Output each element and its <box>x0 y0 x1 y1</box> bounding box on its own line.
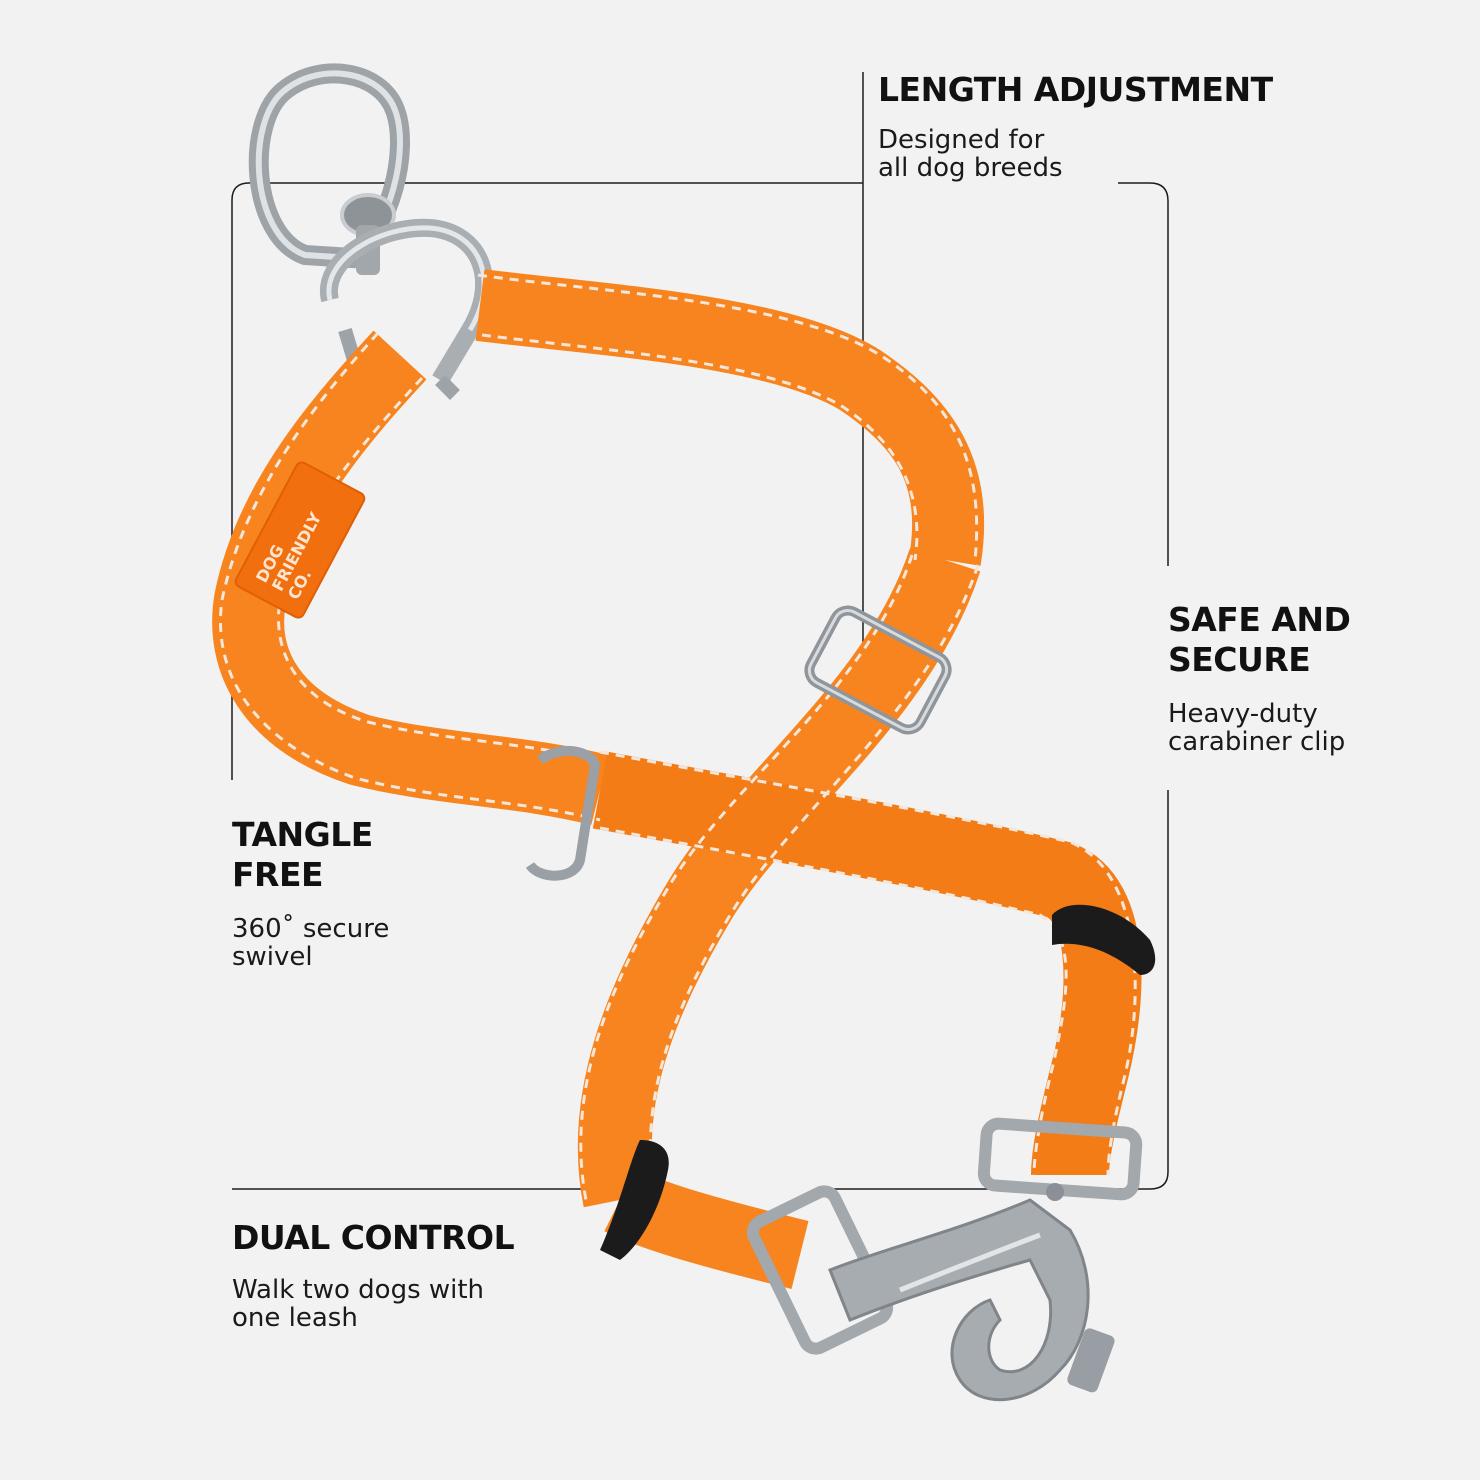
feature-dual-control: DUAL CONTROL Walk two dogs with one leas… <box>232 1218 515 1333</box>
strap-keepers <box>600 904 1156 1260</box>
feature-description: Designed for all dog breeds <box>878 125 1063 183</box>
callout-lines <box>231 72 1169 1190</box>
feature-title: LENGTH ADJUSTMENT <box>878 70 1273 109</box>
feature-safe-and-secure: SAFE AND SECURE Heavy-duty carabiner cli… <box>1168 600 1351 757</box>
feature-description: Walk two dogs with one leash <box>232 1275 485 1333</box>
brand-tag: DOGFRIENDLYCO. <box>234 461 366 619</box>
feature-title: SAFE AND SECURE <box>1168 600 1351 679</box>
feature-tangle-free: TANGLE FREE 360˚ secure swivel <box>232 815 389 971</box>
feature-description: 360˚ secure swivel <box>232 914 390 972</box>
strap-cross <box>592 751 1142 1177</box>
feature-title: DUAL CONTROL <box>232 1218 515 1257</box>
slide-adjuster-icon <box>804 605 952 735</box>
snap-hook-icon <box>746 1117 1143 1402</box>
strap-diagonal <box>577 547 981 1208</box>
leash-strap <box>212 269 1142 1289</box>
callout-line-top <box>231 182 863 780</box>
feature-description: Heavy-duty carabiner clip <box>1168 699 1346 757</box>
feature-title: TANGLE FREE <box>232 815 373 894</box>
callout-line-right-top <box>1118 182 1169 566</box>
feature-length-adjustment: LENGTH ADJUSTMENT Designed for all dog b… <box>878 70 1273 182</box>
callout-line-right-bottom <box>832 790 1169 1190</box>
strap-loop-left <box>212 269 985 825</box>
mid-ring-icon <box>525 745 601 881</box>
